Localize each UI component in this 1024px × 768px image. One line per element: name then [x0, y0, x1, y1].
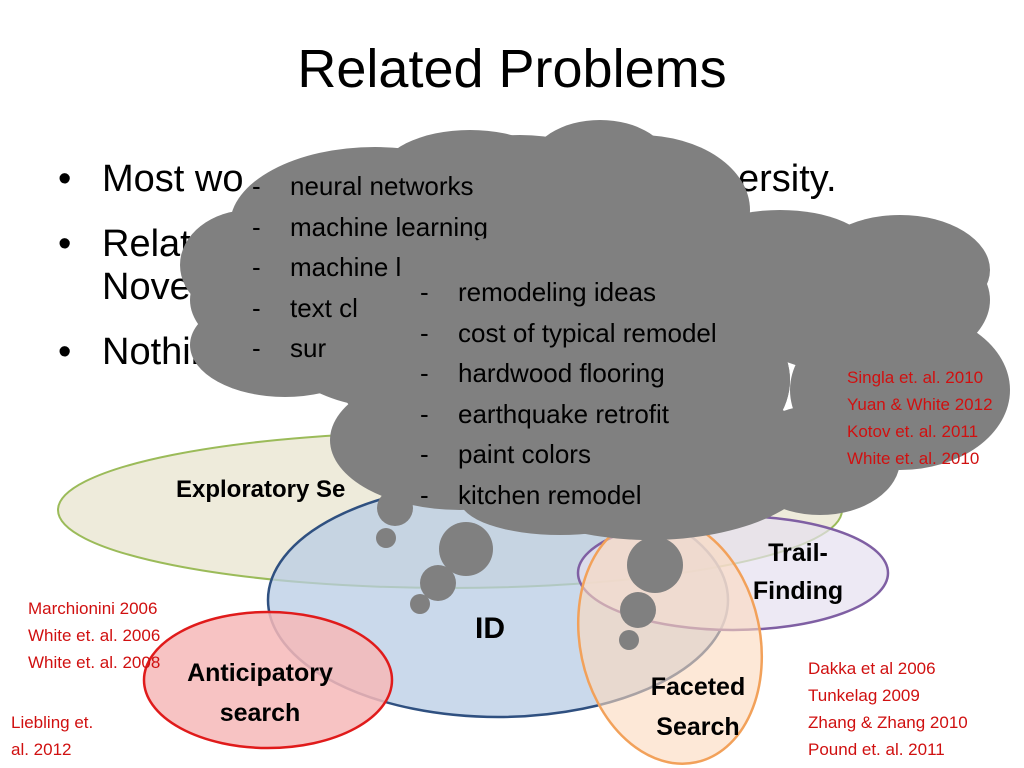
anticipatory-search-line2: search: [219, 699, 301, 727]
dash-marker: -: [420, 317, 429, 348]
list-item-text: neural networks: [290, 171, 474, 201]
trail-finding-line2: Finding: [752, 577, 844, 605]
citations-trail: Singla et. al. 2010 Yuan & White 2012 Ko…: [847, 364, 993, 472]
cloud-2-front: [360, 235, 850, 500]
list-item-text: earthquake retrofit: [458, 398, 670, 429]
dash-marker: -: [420, 398, 429, 429]
dash-marker: -: [252, 292, 261, 323]
citation: al. 2012: [11, 740, 72, 759]
exploratory-search-label: Exploratory Se: [176, 476, 346, 503]
citation: Pound et. al. 2011: [808, 740, 945, 759]
citation: White et. al. 2008: [28, 653, 161, 672]
dash-marker: -: [420, 277, 429, 307]
list-item-text: cost of typical remodel: [458, 317, 717, 348]
trail-finding-label: Trail- Finding: [730, 534, 866, 610]
faceted-search-line2: Search: [656, 713, 740, 741]
bullet-marker: •: [58, 331, 72, 373]
anticipatory-search-line1: Anticipatory: [187, 659, 333, 687]
list-item-text: text cl: [290, 292, 358, 323]
dash-marker: -: [252, 211, 261, 242]
bullet-1-text-right: ersity.: [738, 158, 837, 200]
bullet-marker: •: [58, 158, 72, 200]
list-item: -text cl: [252, 288, 488, 329]
citation: Liebling et.: [11, 713, 94, 732]
cloud-2-list: -remodeling ideas -cost of typical remod…: [420, 272, 717, 515]
slide-title: Related Problems: [297, 39, 727, 99]
dash-marker: -: [252, 252, 261, 282]
citations-exploratory: Marchionini 2006 White et. al. 2006 Whit…: [28, 595, 160, 676]
cloud-1-list: -neural networks -machine learning -mach…: [252, 166, 488, 369]
citation: Dakka et al 2006: [808, 659, 936, 678]
dash-marker: -: [252, 333, 261, 363]
list-item-text: machine l: [290, 252, 402, 282]
list-item-text: sur: [290, 333, 327, 363]
citation: Yuan & White 2012: [847, 395, 993, 414]
citation: Tunkelag 2009: [808, 686, 920, 705]
list-item: -remodeling ideas: [420, 272, 717, 313]
list-item-text: kitchen remodel: [458, 479, 642, 510]
faceted-search-line1: Faceted: [650, 673, 746, 701]
list-item-text: hardwood flooring: [458, 358, 665, 388]
citations-anticipatory: Liebling et. al. 2012: [11, 709, 93, 763]
list-item: -machine l: [252, 247, 488, 288]
trail-finding-line1: Trail-: [768, 539, 828, 567]
dash-marker: -: [420, 358, 429, 388]
id-label: ID: [475, 612, 505, 645]
citation: White et. al. 2006: [28, 626, 161, 645]
citations-faceted: Dakka et al 2006 Tunkelag 2009 Zhang & Z…: [808, 655, 968, 763]
list-item-text: machine learning: [290, 211, 489, 242]
dash-marker: -: [420, 479, 429, 510]
list-item: -paint colors: [420, 434, 717, 475]
list-item: -cost of typical remodel: [420, 313, 717, 354]
anticipatory-search-region: [142, 610, 394, 750]
bullet-1-text: Most wo: [102, 158, 244, 200]
anticipatory-search-label: Anticipatory search: [160, 653, 360, 733]
citation: Marchionini 2006: [28, 599, 158, 618]
list-item: -sur: [252, 328, 488, 369]
list-item: -earthquake retrofit: [420, 394, 717, 435]
bullet-1: • Most wo ersity.: [58, 158, 998, 201]
list-item: -hardwood flooring: [420, 353, 717, 394]
citation: White et. al. 2010: [847, 449, 980, 468]
faceted-search-label: Faceted Search: [630, 667, 766, 747]
list-item: -kitchen remodel: [420, 475, 717, 516]
list-item-text: paint colors: [458, 439, 591, 469]
bullet-marker: •: [58, 223, 72, 265]
bullet-2-text: Relat: [102, 223, 191, 265]
citation: Kotov et. al. 2011: [847, 422, 979, 441]
list-item: -neural networks: [252, 166, 488, 207]
list-item: -machine learning: [252, 207, 488, 248]
citation: Zhang & Zhang 2010: [808, 713, 968, 732]
dash-marker: -: [420, 439, 429, 469]
dash-marker: -: [252, 171, 261, 201]
list-item-text: remodeling ideas: [458, 277, 657, 307]
citation: Singla et. al. 2010: [847, 368, 984, 387]
